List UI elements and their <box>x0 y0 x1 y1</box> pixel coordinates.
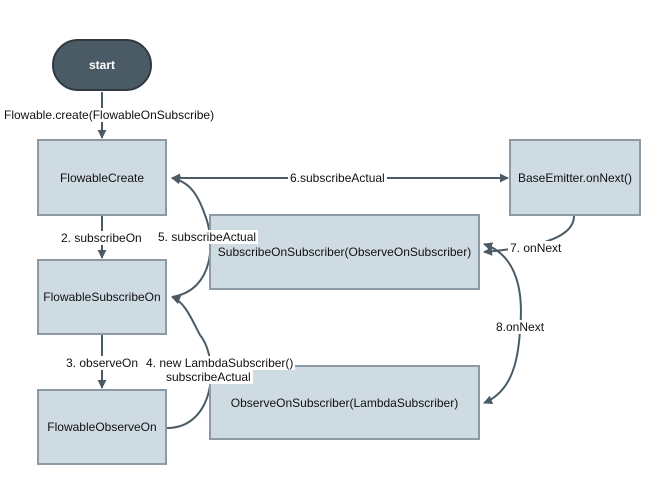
label-subscribe-actual-5: 5. subscribeActual <box>156 230 259 244</box>
start-node: start <box>52 39 152 91</box>
label-new-lambda-subscriber: 4. new LambdaSubscriber() <box>144 356 296 370</box>
label-on-next-7: 7. onNext <box>508 241 564 255</box>
label-subscribe-actual-4: subscribeActual <box>164 370 253 384</box>
node-base-emitter: BaseEmitter.onNext() <box>509 139 641 216</box>
node-flowable-observe-on: FlowableObserveOn <box>37 389 167 465</box>
label-observe-on: 3. observeOn <box>64 356 141 370</box>
label-subscribe-on: 2. subscribeOn <box>59 231 144 245</box>
label-create: Flowable.create(FlowableOnSubscribe) <box>2 108 217 122</box>
node-subscribe-on-subscriber: SubscribeOnSubscriber(ObserveOnSubscribe… <box>209 214 480 290</box>
node-flowable-subscribe-on: FlowableSubscribeOn <box>37 259 167 335</box>
edge-subscribe-actual-4 <box>166 295 212 429</box>
edge-subscribe-actual-5 <box>171 175 212 298</box>
node-flowable-create: FlowableCreate <box>37 139 167 216</box>
node-observe-on-subscriber: ObserveOnSubscriber(LambdaSubscriber) <box>209 365 480 440</box>
label-on-next-8: 8.onNext <box>494 320 547 334</box>
label-subscribe-actual-6: 6.subscribeActual <box>288 171 387 185</box>
